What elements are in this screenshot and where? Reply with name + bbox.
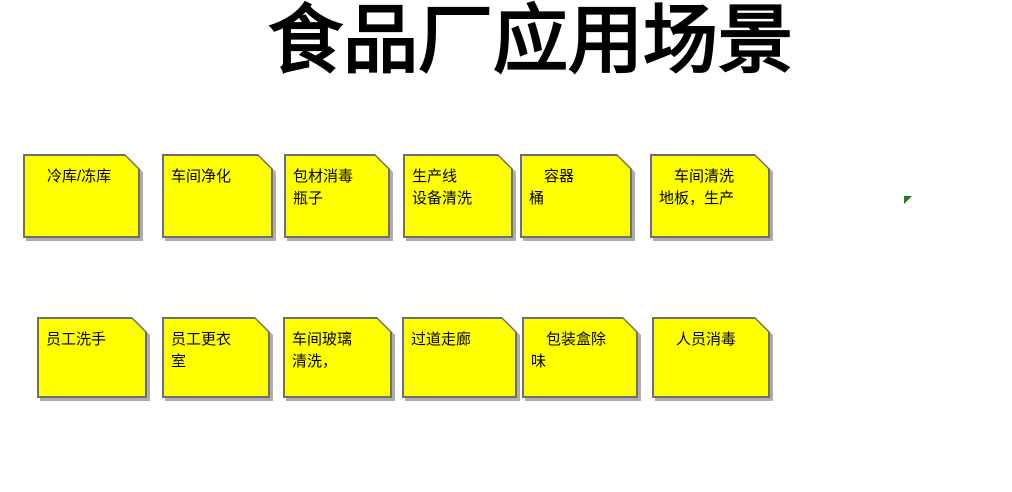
sticky-note-production-line: 生产线 设备清洗 bbox=[403, 154, 513, 238]
note-fill bbox=[522, 156, 630, 236]
slide-title: 食品厂应用场景 bbox=[268, 0, 794, 83]
note-label: 车间清洗 地板，生产 bbox=[659, 168, 735, 207]
sticky-note-staff-handwash: 员工洗手 bbox=[37, 317, 147, 398]
note-label: 容器 桶 bbox=[529, 168, 575, 207]
sticky-note-changing-room: 员工更衣 室 bbox=[162, 317, 270, 398]
note-fill bbox=[652, 156, 768, 236]
sticky-note-workshop-purify: 车间净化 bbox=[162, 154, 273, 238]
note-label: 车间净化 bbox=[171, 168, 232, 185]
sticky-note-cold-storage: 冷库/冻库 bbox=[23, 154, 140, 238]
sticky-note-personnel-disinfect: 人员消毒 bbox=[652, 317, 770, 398]
note-label: 冷库/冻库 bbox=[32, 168, 112, 185]
note-fill bbox=[285, 319, 390, 396]
note-fill bbox=[286, 156, 388, 236]
note-fill bbox=[405, 156, 511, 236]
note-fill bbox=[164, 319, 268, 396]
note-fill bbox=[164, 156, 271, 236]
note-label: 包装盒除 味 bbox=[531, 331, 607, 370]
note-label: 包材消毒 瓶子 bbox=[293, 168, 354, 207]
note-fill bbox=[25, 156, 138, 236]
note-fill bbox=[39, 319, 145, 396]
sticky-note-corridor: 过道走廊 bbox=[402, 317, 517, 398]
note-label: 员工洗手 bbox=[46, 331, 107, 348]
note-label: 人员消毒 bbox=[661, 331, 737, 348]
note-label: 过道走廊 bbox=[411, 331, 472, 348]
sticky-note-box-deodorize: 包装盒除 味 bbox=[522, 317, 638, 398]
sticky-note-packaging-disinfect: 包材消毒 瓶子 bbox=[284, 154, 390, 238]
note-label: 生产线 设备清洗 bbox=[412, 168, 473, 207]
note-fill bbox=[524, 319, 636, 396]
note-label: 车间玻璃 清洗， bbox=[292, 331, 353, 370]
green-triangle-mark bbox=[904, 196, 912, 204]
sticky-note-container-bucket: 容器 桶 bbox=[520, 154, 632, 238]
sticky-note-glass-cleaning: 车间玻璃 清洗， bbox=[283, 317, 392, 398]
note-fill bbox=[404, 319, 515, 396]
note-fill bbox=[654, 319, 768, 396]
note-label: 员工更衣 室 bbox=[171, 331, 232, 370]
sticky-note-workshop-cleaning: 车间清洗 地板，生产 bbox=[650, 154, 770, 238]
